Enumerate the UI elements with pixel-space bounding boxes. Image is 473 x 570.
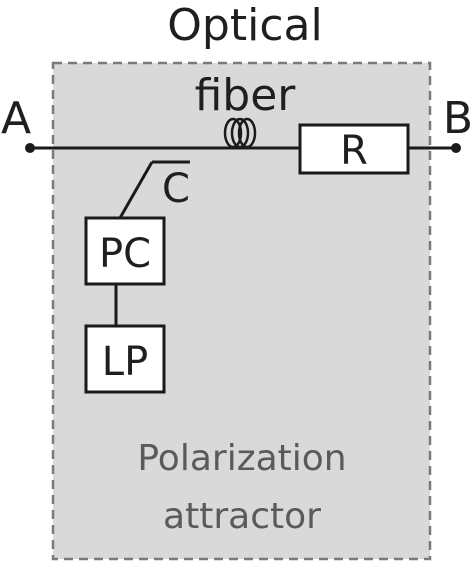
caption-line-2: attractor bbox=[163, 496, 321, 537]
pc-component-box bbox=[84, 216, 166, 286]
terminal-b-dot-icon bbox=[451, 143, 461, 153]
lp-component-label: LP bbox=[102, 339, 148, 385]
terminal-b-label: B bbox=[443, 93, 473, 144]
fiber-coil-icon bbox=[223, 117, 257, 149]
lp-component-box bbox=[84, 324, 166, 394]
terminal-a-label: A bbox=[1, 93, 31, 144]
coupler-branch-line bbox=[118, 161, 154, 219]
terminal-a-dot-icon bbox=[25, 143, 35, 153]
pc-component-label: PC bbox=[99, 231, 151, 277]
r-component-label: R bbox=[340, 128, 368, 174]
r-component-box bbox=[298, 123, 410, 175]
title-line-2: fiber bbox=[195, 70, 297, 121]
coupler-c-label: C bbox=[162, 166, 190, 212]
title-line-1: Optical bbox=[167, 0, 322, 51]
caption-line-1: Polarization bbox=[137, 438, 346, 479]
